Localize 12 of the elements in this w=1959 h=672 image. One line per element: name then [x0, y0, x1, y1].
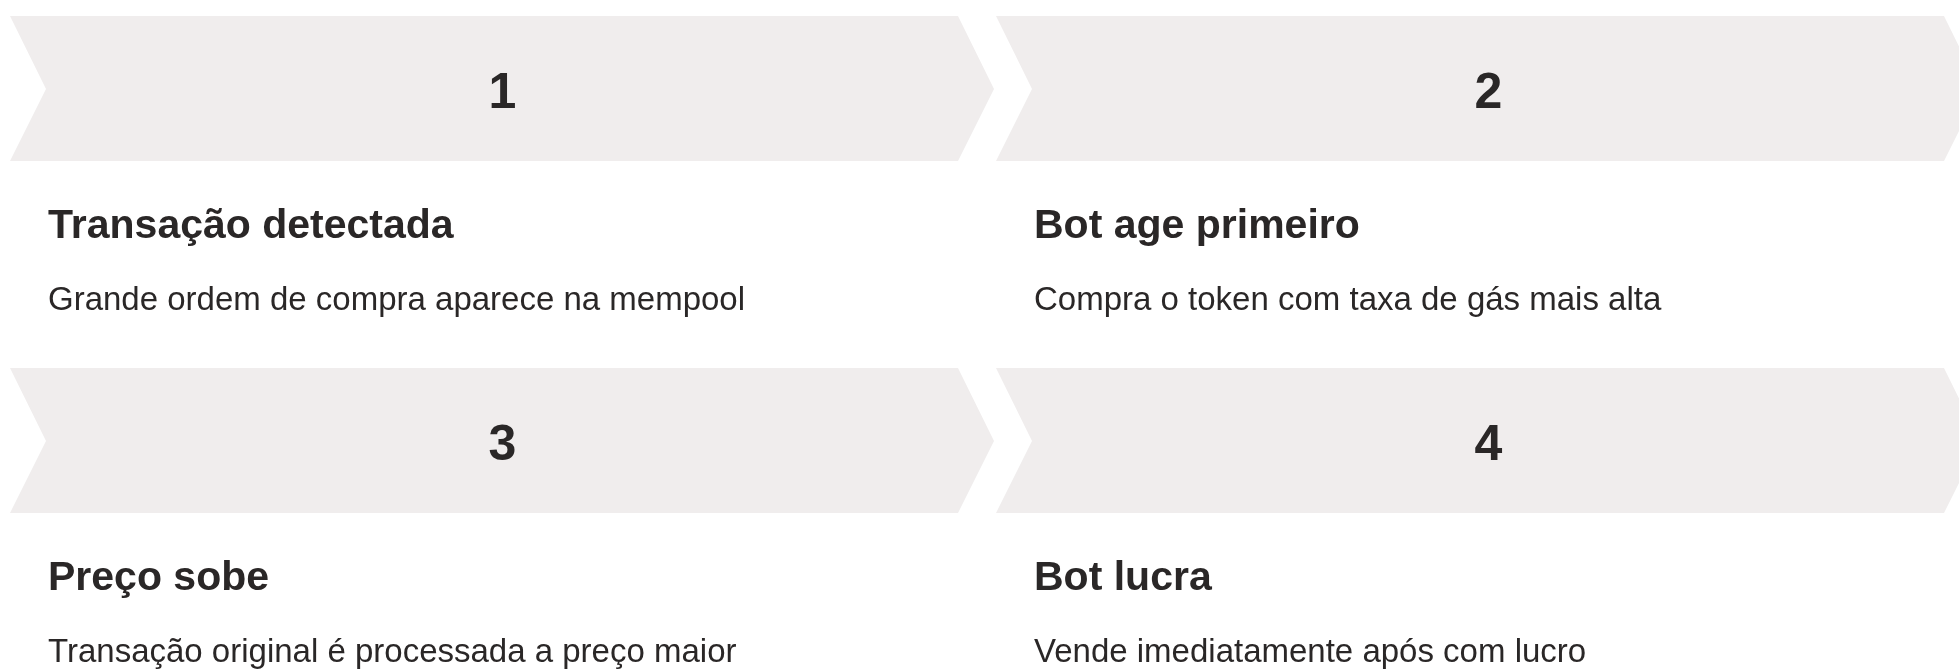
step-heading: Transação detectada [48, 202, 454, 248]
step-description: Grande ordem de compra aparece na mempool [48, 282, 746, 317]
step-heading: Preço sobe [48, 554, 270, 600]
step-description: Transação original é processada a preço maior [48, 634, 737, 669]
step-number: 3 [487, 418, 518, 468]
step-number: 1 [487, 66, 518, 116]
step-description: Vende imediatamente após com lucro [1034, 634, 1587, 669]
step-description: Compra o token com taxa de gás mais alta [1034, 282, 1662, 317]
step-heading: Bot age primeiro [1034, 202, 1360, 248]
step-number: 4 [1473, 418, 1504, 468]
step-heading: Bot lucra [1034, 554, 1212, 600]
step-number: 2 [1473, 66, 1504, 116]
